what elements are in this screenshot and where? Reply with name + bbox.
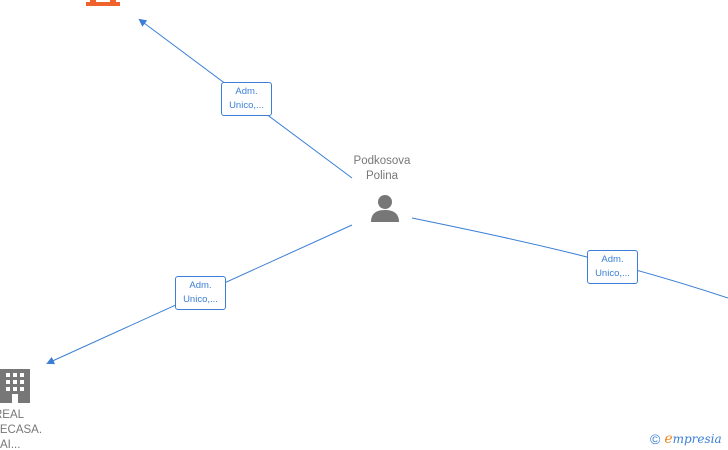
edge-line-right [411, 217, 728, 299]
person-name-line1: Podkosova [353, 155, 411, 167]
edge-label-line2: Unico,... [229, 100, 264, 111]
company-name-label[interactable]: REAL ATECASA. AI... [0, 408, 54, 450]
edge-label-right[interactable]: Adm. Unico,... [587, 250, 638, 284]
edge-label-top-left[interactable]: Adm. Unico,... [221, 82, 272, 116]
empresia-watermark: © empresia [650, 430, 722, 448]
person-name-line2: Polina [366, 170, 398, 182]
brand-logo: empresia [664, 431, 722, 447]
edge-label-line1: Adm. [235, 86, 258, 97]
company-name-line2: ATECASA. [0, 424, 43, 436]
copyright-icon: © [650, 431, 661, 447]
edge-label-line2: Unico,... [595, 268, 630, 279]
person-name-label[interactable]: Podkosova Polina [340, 154, 424, 184]
company-name-line1: REAL [0, 409, 25, 421]
edge-label-line1: Adm. [189, 280, 212, 291]
edge-label-line1: Adm. [601, 254, 624, 265]
edge-label-bottom-left[interactable]: Adm. Unico,... [175, 276, 226, 310]
company-name-line3: AI... [0, 439, 21, 450]
building-icon[interactable] [86, 0, 120, 6]
person-icon[interactable] [370, 194, 400, 222]
edge-label-line2: Unico,... [183, 294, 218, 305]
building-icon[interactable] [0, 369, 30, 403]
